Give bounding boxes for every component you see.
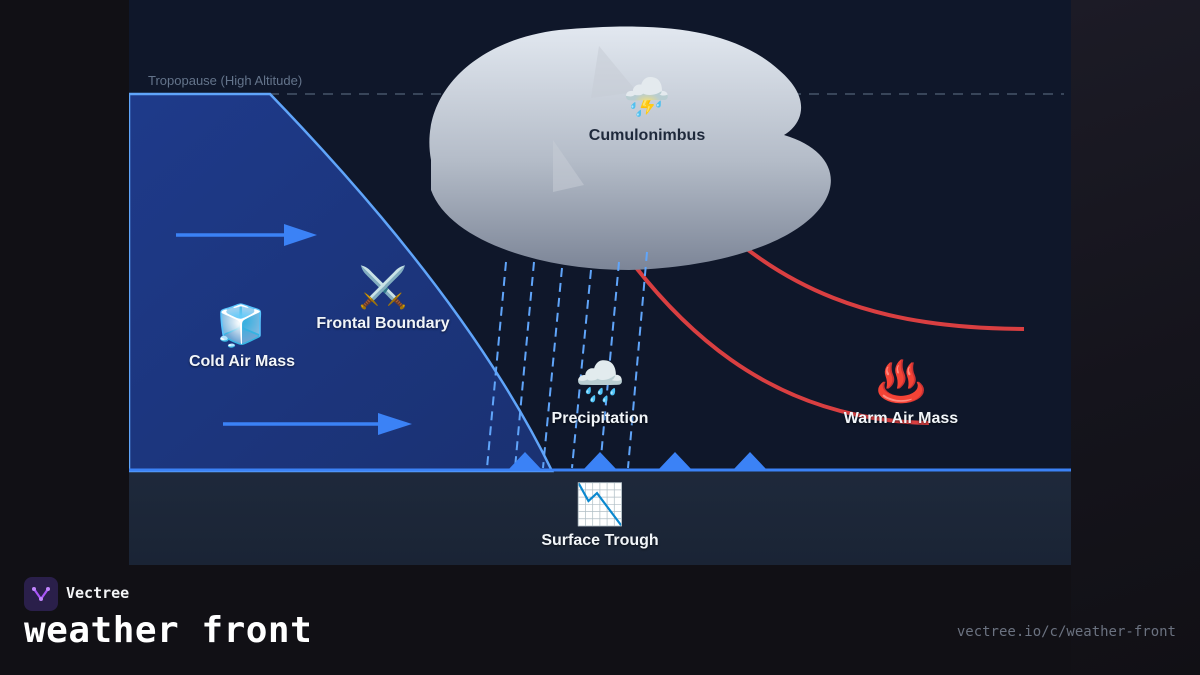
- background-shade: [1071, 0, 1200, 675]
- uplift-arrowhead-outer: [591, 46, 637, 98]
- chart-decreasing-icon: 📉: [575, 482, 625, 528]
- warm-air-mass-label: Warm Air Mass: [843, 410, 959, 427]
- surface-trough-label: Surface Trough: [541, 532, 659, 549]
- cumulonimbus-label: Cumulonimbus: [588, 127, 706, 144]
- logo-mark-icon: [32, 587, 50, 601]
- crossed-swords-icon: ⚔️: [358, 265, 408, 311]
- cold-air-mass-label: Cold Air Mass: [188, 353, 296, 370]
- tropopause-label: Tropopause (High Altitude): [148, 73, 303, 88]
- diagram-svg: [129, 26, 1071, 565]
- brand-name: Vectree: [66, 584, 130, 602]
- rain-cloud-icon: 🌧️: [575, 359, 625, 405]
- front-triangle: [583, 452, 617, 470]
- precipitation-label: Precipitation: [551, 410, 649, 427]
- uplift-arrowhead-inner: [553, 140, 584, 192]
- cold-air-wedge: [129, 92, 554, 473]
- vectree-logo: [24, 577, 58, 611]
- page-title: weather front: [24, 610, 313, 651]
- storm-cloud-icon: ⛈️: [623, 75, 671, 119]
- front-triangle: [658, 452, 692, 470]
- ice-cube-icon: 🧊: [216, 303, 266, 349]
- cumulonimbus-cloud: [429, 26, 831, 271]
- ground-layer: [129, 471, 1071, 565]
- hot-springs-icon: ♨️: [876, 359, 926, 405]
- front-triangle: [508, 452, 542, 470]
- cold-flow-arrowhead-lower: [378, 413, 412, 435]
- frontal-boundary-label: Frontal Boundary: [316, 315, 450, 332]
- front-triangle: [733, 452, 767, 470]
- diagram-canvas: Tropopause (High Altitude) ⛈️ Cumulonimb…: [129, 0, 1071, 565]
- source-url[interactable]: vectree.io/c/weather-front: [956, 624, 1176, 640]
- cold-flow-arrowhead-upper: [284, 224, 317, 246]
- rain-streaks: [486, 251, 648, 469]
